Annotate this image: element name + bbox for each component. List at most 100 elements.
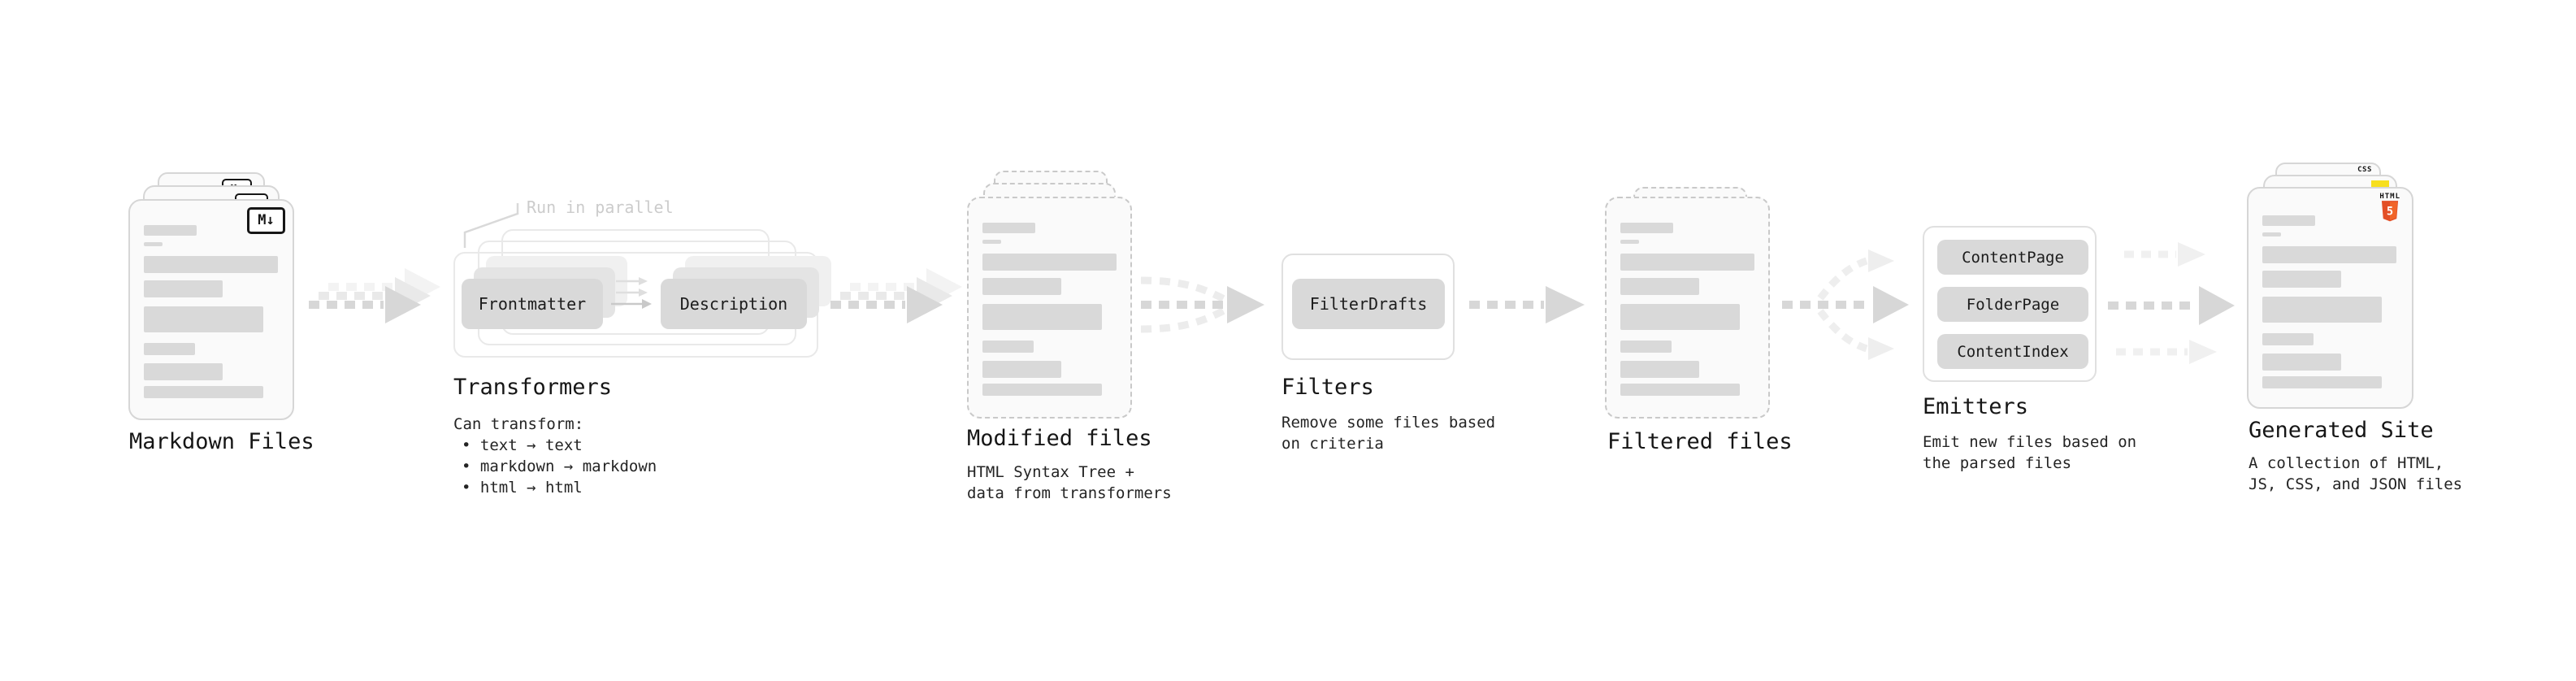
placeholder-bar — [144, 242, 163, 246]
placeholder-bar — [982, 384, 1102, 396]
emitters-box: ContentPage FolderPage ContentIndex — [1923, 226, 2097, 382]
arrowhead — [385, 286, 421, 323]
caption-line: JS, CSS, and JSON files — [2249, 475, 2463, 493]
flow-arrow-markdown-to-transformers — [309, 268, 440, 323]
markdown-files-label: Markdown Files — [129, 429, 314, 454]
emitters-title: Emitters — [1923, 394, 2029, 419]
file-card: M↓ — [128, 199, 294, 420]
file-card: HTML 5 — [2247, 187, 2413, 409]
file-content-placeholder — [982, 223, 1117, 396]
html5-icon: HTML 5 — [2379, 193, 2400, 222]
placeholder-bar — [144, 225, 197, 236]
arrowhead — [1868, 337, 1894, 360]
generated-site-stack: CSS HTML 5 — [2247, 163, 2413, 409]
placeholder-bar — [1620, 278, 1699, 295]
placeholder-bar — [2262, 333, 2314, 345]
caption-line: the parsed files — [1923, 454, 2072, 472]
caption-line: HTML Syntax Tree + — [967, 463, 1134, 481]
caption-line: Remove some files based — [1281, 414, 1496, 432]
description-pill: Description — [661, 279, 807, 329]
flow-arrow-emitters-to-site — [2108, 242, 2235, 364]
folderpage-pill: FolderPage — [1937, 287, 2088, 322]
placeholder-bar — [144, 386, 263, 398]
caption-line: on criteria — [1281, 435, 1384, 453]
contentindex-pill: ContentIndex — [1937, 334, 2088, 369]
arrowhead — [1546, 286, 1585, 323]
transformers-title: Transformers — [453, 375, 613, 400]
placeholder-bar — [982, 278, 1061, 295]
caption-line: Emit new files based on — [1923, 433, 2137, 451]
flow-arrow-filters-to-filtered — [1469, 286, 1585, 323]
arrowhead — [639, 288, 648, 297]
file-content-placeholder — [2262, 215, 2396, 388]
caption-line: data from transformers — [967, 484, 1172, 502]
arrowhead — [2199, 286, 2235, 325]
arrowhead — [1227, 286, 1264, 323]
placeholder-bar — [982, 340, 1034, 353]
placeholder-bar — [2262, 271, 2341, 288]
emitters-caption: Emit new files based on the parsed files — [1923, 432, 2136, 474]
placeholder-bar — [1620, 223, 1673, 233]
arrowhead — [1868, 249, 1894, 272]
filtered-files-label: Filtered files — [1607, 429, 1793, 454]
filters-title: Filters — [1281, 375, 1374, 400]
flow-arrow-modified-to-filters — [1140, 276, 1264, 333]
caption-line: Can transform: — [453, 415, 584, 433]
arrowhead — [1873, 286, 1909, 323]
placeholder-bar — [1620, 240, 1639, 244]
markdown-icon: M↓ — [247, 207, 285, 234]
placeholder-bar — [144, 306, 263, 332]
contentpage-pill: ContentPage — [1937, 240, 2088, 275]
placeholder-bar — [982, 361, 1061, 378]
placeholder-bar — [2262, 246, 2396, 263]
transformers-caption: Can transform: • text → text • markdown … — [453, 414, 657, 498]
modified-files-stack — [967, 171, 1132, 419]
arrowhead — [907, 286, 943, 323]
file-card — [1605, 197, 1770, 419]
transform-arrows — [611, 277, 652, 309]
placeholder-bar — [2262, 354, 2341, 371]
arrowhead — [639, 277, 648, 285]
placeholder-bar — [1620, 340, 1672, 353]
file-content-placeholder — [1620, 223, 1754, 396]
generated-site-label: Generated Site — [2249, 418, 2434, 443]
flow-arrow-filtered-to-emitters — [1782, 249, 1909, 360]
placeholder-bar — [144, 256, 278, 273]
modified-files-label: Modified files — [967, 426, 1152, 451]
placeholder-bar — [982, 240, 1001, 244]
placeholder-bar — [1620, 384, 1740, 396]
generated-site-caption: A collection of HTML, JS, CSS, and JSON … — [2249, 453, 2462, 495]
filters-caption: Remove some files based on criteria — [1281, 412, 1495, 454]
arrowhead — [2189, 340, 2217, 364]
caption-line: A collection of HTML, — [2249, 454, 2444, 472]
placeholder-bar — [982, 223, 1035, 233]
filterdrafts-pill: FilterDrafts — [1292, 279, 1445, 329]
transformers-group: Run in parallel Frontmatter Description — [453, 197, 835, 388]
placeholder-bar — [144, 343, 195, 355]
arrowhead — [2178, 242, 2205, 267]
flow-arrow-transformers-to-modified — [830, 268, 962, 323]
html5-shield: 5 — [2382, 201, 2399, 222]
placeholder-bar — [1620, 254, 1754, 271]
caption-line: • html → html — [462, 479, 583, 497]
markdown-files-stack: M↓ M↓ M↓ — [128, 172, 294, 420]
placeholder-bar — [982, 254, 1117, 271]
arrowhead — [642, 299, 652, 309]
placeholder-bar — [2262, 232, 2281, 236]
placeholder-bar — [1620, 361, 1699, 378]
placeholder-bar — [982, 304, 1102, 330]
run-in-parallel-note: Run in parallel — [527, 197, 674, 217]
placeholder-bar — [2262, 376, 2382, 388]
svg-text:5: 5 — [2387, 206, 2393, 219]
modified-files-caption: HTML Syntax Tree + data from transformer… — [967, 462, 1172, 504]
caption-line: • markdown → markdown — [462, 458, 657, 475]
note-leader-line — [463, 203, 519, 248]
filtered-files-stack — [1605, 187, 1770, 419]
placeholder-bar — [144, 363, 223, 380]
placeholder-bar — [144, 280, 223, 297]
file-card — [967, 197, 1132, 419]
placeholder-bar — [2262, 215, 2315, 226]
placeholder-bar — [2262, 297, 2382, 323]
caption-line: • text → text — [462, 436, 583, 454]
